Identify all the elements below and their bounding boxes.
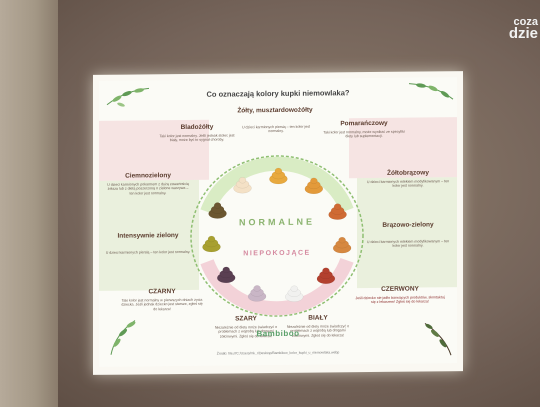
poop-swatch-icon [316,267,336,284]
watermark-logo: coza dzie [508,16,538,42]
desc-intensywnie-zielony: U dzieci karmionych piersią – ten kolor … [105,249,191,255]
label-zoltobrazowy: Żółtobrązowy [387,169,429,177]
poop-swatch-icon [208,202,227,219]
poop-swatch-icon [332,236,352,254]
label-brazowo-zielony: Brązowo-zielony [382,221,434,229]
label-bladozolty: Bladożółty [180,123,214,132]
center-label-worry: NIEPOKOJĄCE [243,250,310,258]
desc-pomaranczowy: Taki kolor jest normalny, może wynikać z… [323,129,405,139]
bambiboo-logo: Bambiboo [256,328,300,339]
poop-swatch-icon [217,266,236,284]
wheel-worry-arc [200,257,354,316]
poop-swatch-icon [269,167,288,185]
leaf-sprig-bottom-left-icon [110,320,136,355]
leaf-sprig-bottom-right-icon [424,323,452,356]
infographic-poster: Co oznaczają kolory kupki niemowlaka? Żó… [99,77,457,367]
projector-screen: Co oznaczają kolory kupki niemowlaka? Żó… [93,71,463,375]
leaf-sprig-top-left-icon [106,87,150,107]
watermark-line2: dzie [508,25,538,42]
wheel-leaf-ring [190,155,364,317]
center-label-normal: NORMALNE [239,217,315,228]
label-zolty: Żółty, musztardowożółty [237,106,313,115]
desc-ciemnozielony: U dzieci karmionych pokarmem z dużą zawa… [107,181,189,196]
poster-title: Co oznaczają kolory kupki niemowlaka? [206,88,350,99]
poop-swatch-icon [233,177,252,194]
desc-brazowo-zielony: U dzieci karmionych mlekiem modyfikowany… [366,239,450,249]
poop-swatch-icon [247,285,267,302]
label-ciemnozielony: Ciemnozielony [125,172,171,180]
poop-swatch-icon [285,285,304,302]
band-right-mid [357,177,457,289]
desc-czerwony: Jeśli dziecko nie jadło barwiących produ… [355,295,445,305]
label-pomaranczowy: Pomarańczowy [340,119,388,128]
poop-swatches [202,167,352,302]
poop-swatch-icon [202,235,221,253]
source-caption: Źródło: file:///C:/Users/mk_r/Desktop/Ba… [216,350,340,356]
poop-swatch-icon [304,177,324,195]
wheel-normal-arc [200,156,354,215]
leaf-sprig-top-right-icon [408,83,454,100]
desc-zoltobrazowy: U dzieci karmionych mlekiem modyfikowany… [366,179,450,189]
wall-edge [0,0,58,407]
desc-zolty: U dzieci karmionych piersią – ten kolor … [241,124,311,134]
desc-bladozolty: Taki kolor jest normalny. Jeśli jednak s… [159,133,235,143]
poop-swatch-icon [328,203,347,220]
label-intensywnie-zielony: Intensywnie zielony [117,232,179,240]
label-czerwony: CZERWONY [381,285,419,293]
color-wheel: NORMALNE NIEPOKOJĄCE [190,155,364,317]
watermark-line1: coza [513,16,538,28]
